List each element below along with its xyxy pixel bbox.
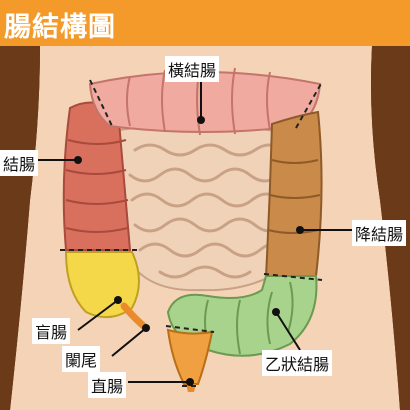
page-title: 腸結構圖 [4, 12, 116, 43]
label-sigmoid-colon: 乙狀結腸 [262, 350, 333, 376]
descending-colon [264, 110, 323, 277]
label-rectum: 直腸 [88, 372, 127, 398]
small-intestine [116, 123, 293, 292]
small-intestine-folds [128, 143, 282, 279]
label-cecum: 盲腸 [32, 318, 71, 344]
abdomen-shadow-left [0, 46, 40, 410]
leader-lines [36, 78, 352, 383]
label-transverse-colon: 橫結腸 [165, 56, 220, 82]
ascending-colon [62, 101, 132, 251]
ascending-colon-haustra [65, 139, 129, 233]
leader-dots [74, 116, 304, 386]
label-ascending-colon: 結腸 [0, 150, 39, 176]
label-appendix: 闌尾 [62, 346, 101, 372]
label-descending-colon: 降結腸 [352, 220, 407, 246]
rectum [166, 328, 214, 385]
title-banner: 腸結構圖 [0, 0, 410, 46]
section-boundaries [60, 79, 323, 387]
